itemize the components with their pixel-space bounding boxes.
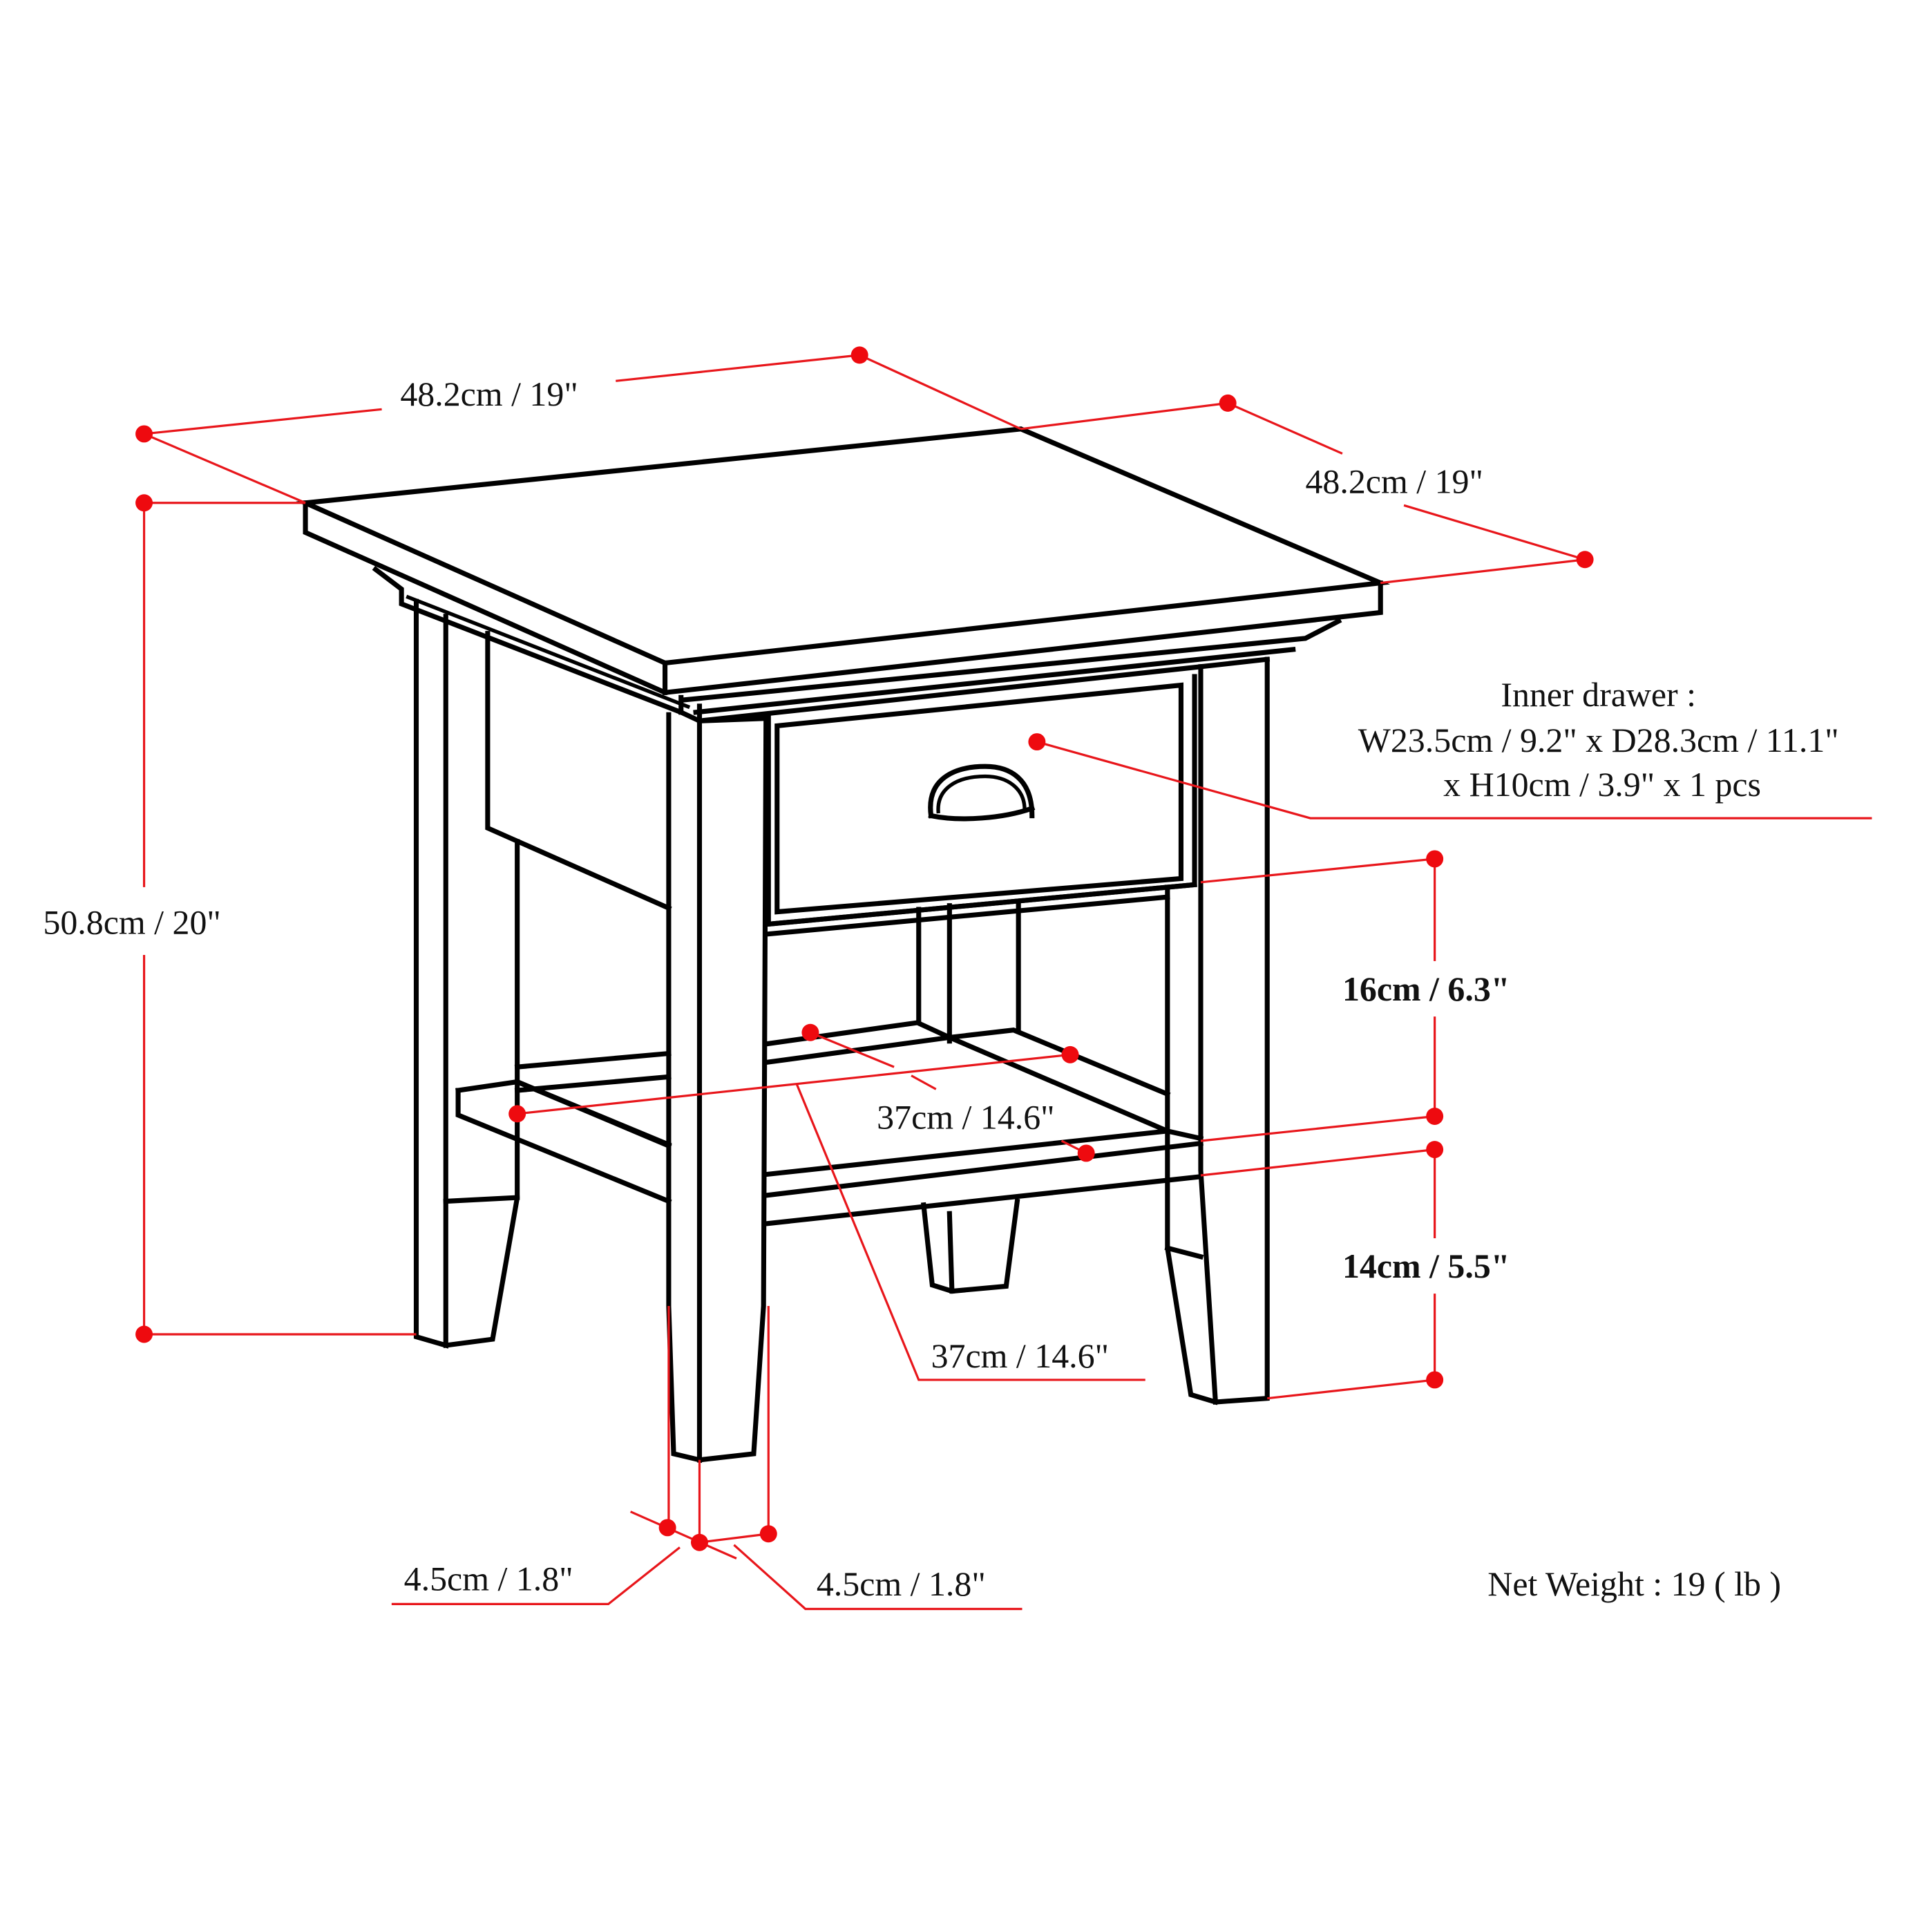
dimension-dot bbox=[801, 1023, 819, 1041]
leg-depth-label: 4.5cm / 1.8" bbox=[817, 1565, 986, 1603]
inner-drawer-title: Inner drawer : bbox=[1501, 676, 1696, 714]
tabletop bbox=[296, 426, 1391, 695]
dimension-labels: 48.2cm / 19" 48.2cm / 19" 50.8cm / 20" I… bbox=[43, 375, 1838, 1603]
table-drawing bbox=[296, 426, 1391, 1464]
dimension-dot bbox=[1028, 733, 1046, 751]
leg-width-label: 4.5cm / 1.8" bbox=[404, 1560, 573, 1598]
leg-front-right bbox=[1164, 656, 1271, 1405]
dimension-dot bbox=[135, 425, 153, 443]
drawer-pull-handle[interactable] bbox=[928, 764, 1036, 822]
leg-back-left bbox=[413, 598, 520, 1349]
dimension-dot bbox=[135, 494, 153, 512]
dimension-dot bbox=[690, 1533, 708, 1551]
apron-molding bbox=[372, 566, 1342, 725]
lower-shelf bbox=[455, 1020, 1204, 1227]
dimension-dot bbox=[1061, 1045, 1079, 1063]
dimension-dot bbox=[1426, 1371, 1444, 1389]
dimension-dot bbox=[658, 1519, 676, 1537]
dimension-dot bbox=[135, 1325, 153, 1343]
dimension-dot bbox=[1426, 1107, 1444, 1125]
top-depth-label: 48.2cm / 19" bbox=[1305, 463, 1483, 501]
top-width-label: 48.2cm / 19" bbox=[400, 375, 578, 413]
side-apron bbox=[485, 631, 672, 911]
dimension-dot bbox=[1426, 850, 1444, 868]
drawer-rail bbox=[765, 894, 1170, 937]
dimension-dot bbox=[759, 1525, 777, 1543]
shelf-width-label: 37cm / 14.6" bbox=[931, 1337, 1109, 1375]
net-weight-label: Net Weight : 19 ( lb ) bbox=[1487, 1565, 1781, 1603]
clearance-label: 16cm / 6.3" bbox=[1342, 970, 1510, 1008]
dimension-dot bbox=[1219, 394, 1237, 412]
dimension-dot bbox=[1426, 1141, 1444, 1159]
overall-height-label: 50.8cm / 20" bbox=[43, 904, 220, 942]
shelf-depth-label: 37cm / 14.6" bbox=[877, 1098, 1054, 1136]
leg-front-left bbox=[666, 712, 769, 1464]
leg-back-right bbox=[916, 900, 1021, 1294]
dimension-lines bbox=[135, 346, 1872, 1611]
dimension-dot bbox=[1576, 551, 1594, 569]
drawer-front[interactable] bbox=[765, 674, 1197, 927]
inner-drawer-line2: x H10cm / 3.9" x 1 pcs bbox=[1443, 766, 1761, 804]
dimension-dot bbox=[1077, 1144, 1095, 1162]
dimension-dot bbox=[850, 346, 868, 364]
inner-drawer-line1: W23.5cm / 9.2" x D28.3cm / 11.1" bbox=[1358, 721, 1839, 759]
dimension-dot bbox=[508, 1105, 526, 1123]
shelf-height-label: 14cm / 5.5" bbox=[1342, 1247, 1510, 1285]
